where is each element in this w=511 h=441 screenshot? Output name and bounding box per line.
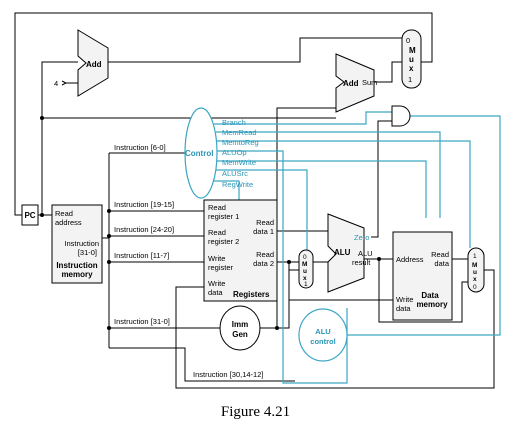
wb-mux-x: x: [473, 276, 477, 283]
alu-label: ALU: [334, 248, 351, 257]
wb-mux-in0: 0: [473, 284, 477, 291]
signal-alusrc: ALUSrc: [222, 169, 248, 178]
alu: ALU Zero ALU result: [327, 213, 373, 293]
control-wires: [210, 111, 501, 384]
signal-memtoreg: MemtoReg: [222, 138, 259, 147]
imem-title-2: memory: [61, 270, 93, 279]
dmem-write-data-label: data: [396, 304, 411, 313]
alu-mux-in0: 0: [303, 254, 307, 261]
imm-gen-label-2: Gen: [232, 330, 248, 339]
alu-control-label-1: ALU: [315, 327, 330, 336]
reg-read-reg1-a: Read: [208, 203, 226, 212]
pc-mux-u: u: [409, 55, 414, 64]
dmem-read-label: Read: [431, 250, 449, 259]
reg-read-reg2-b: register 2: [208, 237, 239, 246]
pc-mux-m: M: [409, 46, 416, 55]
field-rs1: Instruction [19-15]: [114, 200, 174, 209]
alu-control-unit: ALU control: [298, 308, 348, 362]
field-rs2: Instruction [24-20]: [114, 225, 174, 234]
field-funct: Instruction [30,14-12]: [193, 370, 263, 379]
branch-and-gate: [391, 105, 411, 127]
reg-read-data2-a: Read: [256, 250, 274, 259]
register-file-title: Registers: [233, 290, 270, 299]
signal-regwrite: RegWrite: [222, 180, 253, 189]
data-memory: Address Read data Write data Data memory: [392, 231, 453, 321]
pc-mux-x: x: [409, 64, 414, 73]
reg-write-reg-b: register: [208, 263, 234, 272]
reg-write-data-a: Write: [208, 279, 225, 288]
reg-read-data1-b: data 1: [253, 227, 274, 236]
reg-read-data1-a: Read: [256, 218, 274, 227]
imem-bits-label: [31-0]: [78, 248, 97, 257]
wb-mux-m: M: [472, 262, 477, 269]
alu-mux-in1: 1: [304, 281, 308, 288]
pc-adder-label: Add: [86, 60, 102, 69]
dmem-title-1: Data: [421, 291, 439, 300]
pc-register: PC: [21, 204, 39, 226]
signal-aluop: ALUOp: [222, 148, 247, 157]
immediate-generator: Imm Gen: [219, 305, 261, 351]
reg-read-reg2-a: Read: [208, 228, 226, 237]
alu-result-a: ALU: [358, 249, 373, 258]
reg-write-data-b: data: [208, 288, 223, 297]
figure-caption: Figure 4.21: [220, 404, 291, 420]
signal-memread: MemRead: [222, 128, 257, 137]
imem-address-label: address: [55, 218, 82, 227]
instruction-memory: Read address Instruction [31-0] Instruct…: [51, 204, 103, 284]
imm-gen-label-1: Imm: [232, 320, 248, 329]
alu-control-label-2: control: [310, 337, 335, 346]
branch-adder: Add Sum: [335, 53, 377, 113]
alu-source-mux: 0 M u x 1: [298, 249, 314, 289]
alu-zero-label: Zero: [354, 233, 369, 242]
alu-mux-m: M: [302, 261, 307, 268]
imem-instruction-label: Instruction: [64, 239, 99, 248]
constant-four-label: 4: [54, 79, 58, 88]
reg-read-data2-b: data 2: [253, 259, 274, 268]
wb-mux-in1: 1: [473, 253, 477, 260]
control-unit-label: Control: [185, 149, 213, 158]
dmem-write-label: Write: [396, 295, 413, 304]
field-rd: Instruction [11-7]: [114, 251, 169, 260]
control-signal-labels: Branch MemRead MemtoReg ALUOp MemWrite A…: [222, 118, 259, 189]
reg-read-reg1-b: register 1: [208, 212, 239, 221]
alu-mux-x: x: [303, 275, 307, 282]
signal-memwrite: MemWrite: [222, 158, 256, 167]
register-file: Read register 1 Read register 2 Write re…: [203, 199, 278, 302]
pc-mux-in0: 0: [406, 36, 410, 45]
control-unit: Control: [184, 107, 218, 199]
pc-label: PC: [24, 211, 35, 220]
alu-mux-u: u: [303, 268, 307, 275]
alu-result-b: result: [352, 258, 371, 267]
pc-mux-in1: 1: [408, 75, 412, 84]
dmem-data-label: data: [434, 259, 449, 268]
wb-mux-u: u: [473, 269, 477, 276]
dmem-address-label: Address: [396, 255, 424, 264]
branch-adder-label: Add: [343, 79, 359, 88]
field-imm: Instruction [31-0]: [114, 317, 170, 326]
dmem-title-2: memory: [416, 300, 448, 309]
constant-four-arrow: [61, 80, 68, 86]
imem-read-label: Read: [55, 209, 73, 218]
signal-branch: Branch: [222, 118, 246, 127]
branch-adder-sum-label: Sum: [362, 78, 377, 87]
field-opcode: Instruction [6-0]: [114, 143, 166, 152]
imem-title-1: Instruction: [56, 261, 97, 270]
instruction-field-labels: Instruction [6-0] Instruction [19-15] In…: [114, 143, 263, 379]
pc-adder: Add: [77, 29, 109, 97]
reg-write-reg-a: Write: [208, 254, 225, 263]
junction-dots: [40, 116, 381, 330]
writeback-mux: 1 M u x 0: [467, 247, 485, 293]
pc-source-mux: 0 M u x 1: [401, 29, 422, 89]
